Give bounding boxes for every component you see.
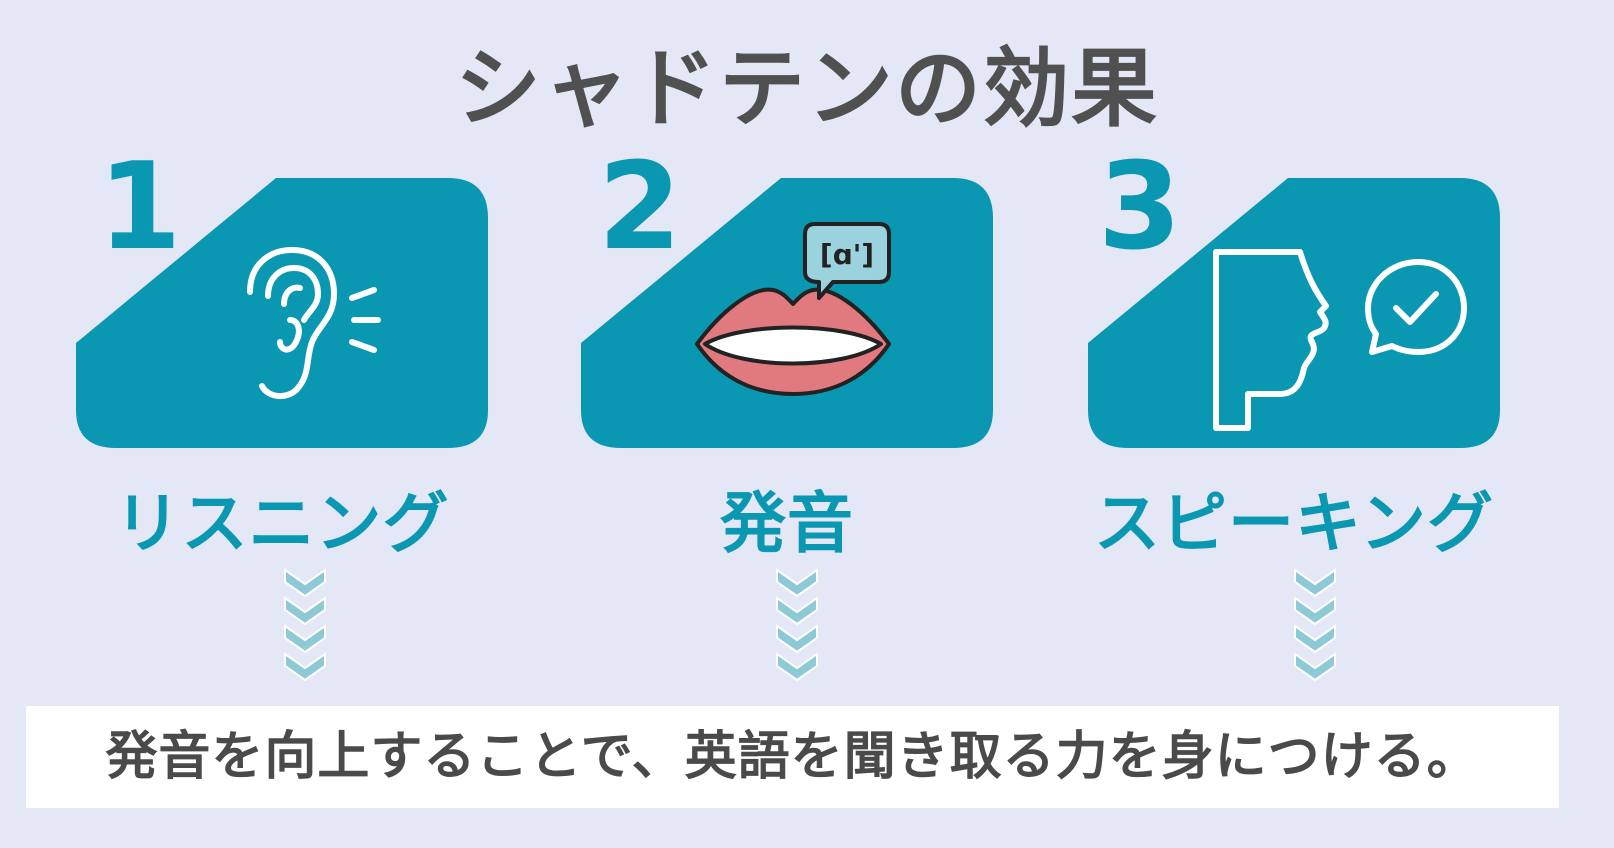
speaking-head-icon xyxy=(1213,249,1467,431)
chevron-down-icon xyxy=(284,568,326,682)
phonetic-symbol: [ɑ'] xyxy=(820,238,874,271)
step-label-speaking: スピーキング xyxy=(1093,485,1495,562)
step-number-2: 2 xyxy=(598,138,682,277)
chevron-down-icon xyxy=(776,568,818,682)
step-card-speaking xyxy=(1088,178,1500,458)
ear-icon xyxy=(247,247,381,399)
chevron-down-icon xyxy=(1294,568,1336,682)
step-number-1: 1 xyxy=(98,138,182,277)
step-label-pronunciation: 発音 xyxy=(720,485,854,562)
conclusion-text: 発音を向上することで、英語を聞き取る力を身につける。 xyxy=(105,727,1480,787)
step-card-pronunciation: [ɑ'] xyxy=(581,178,993,458)
page-title: シャドテンの効果 xyxy=(455,39,1159,139)
step-number-3: 3 xyxy=(1098,138,1182,277)
conclusion-banner: 発音を向上することで、英語を聞き取る力を身につける。 xyxy=(26,706,1559,808)
step-label-listening: リスニング xyxy=(114,485,450,562)
step-card-listening xyxy=(76,178,488,458)
lips-speech-bubble-icon: [ɑ'] xyxy=(695,222,891,396)
